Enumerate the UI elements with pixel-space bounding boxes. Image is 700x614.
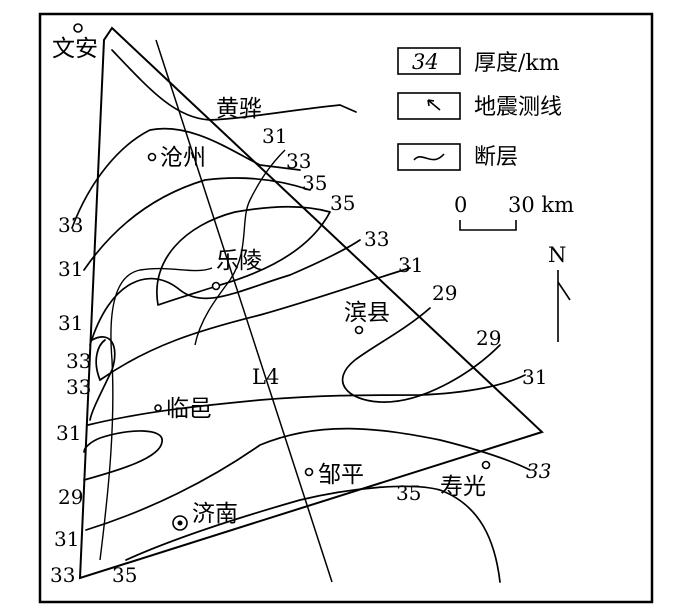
legend-thickness-label: 厚度/km: [474, 51, 560, 76]
contour-label: 29: [58, 485, 83, 509]
seismic-arrow-icon: [427, 99, 441, 111]
contour-label: 33: [66, 375, 91, 399]
contour-31-huanghua: [111, 49, 357, 121]
contour-label: 33: [50, 563, 75, 587]
city-binxian-marker: [354, 325, 364, 335]
legend-thickness-sample: 34: [412, 50, 439, 74]
city-jinan: 济南: [192, 501, 238, 527]
city-leling-marker: [211, 281, 221, 291]
study-area-outline: [78, 26, 544, 580]
faults: [99, 149, 286, 561]
north-arrow-icon: [557, 270, 571, 342]
contour-31-right: [99, 267, 411, 381]
legend-fault-label: 断层: [474, 145, 518, 170]
contour-label: 33: [286, 149, 311, 173]
contour-label: 35: [396, 481, 421, 505]
contour-label: 35: [302, 171, 327, 195]
contour-33-left-edge: [95, 339, 106, 381]
contour-label: 29: [476, 326, 501, 350]
contour-33-mid: [89, 239, 361, 346]
contour-label: 31: [398, 253, 423, 277]
contour-29-left: [83, 430, 163, 481]
city-cangzhou-marker: [147, 152, 157, 162]
scale-bar-line: [459, 220, 517, 231]
legend-fault-box: [397, 143, 461, 171]
contour-labels: 31 33 35 35 33 31 29 29 31 33 35 33 31 3…: [50, 124, 551, 587]
cities: 文安 黄骅 沧州 乐陵 滨县 临邑 邹平 济南 寿光: [52, 23, 491, 531]
fault-2: [194, 149, 286, 346]
legend-seismic-box: [397, 92, 461, 120]
north-label: N: [548, 243, 566, 267]
fault-wave-icon: [413, 153, 445, 161]
city-zouping-marker: [304, 467, 314, 477]
contour-35-bottom: [125, 485, 501, 583]
contour-label: 31: [262, 124, 287, 148]
city-leling: 乐陵: [216, 248, 262, 274]
legend-thickness-box: [397, 47, 461, 75]
contour-33-top: [71, 127, 301, 229]
contour-31-lower-right: [87, 374, 526, 426]
profile-label: L4: [252, 365, 279, 389]
city-huanghua: 黄骅: [216, 96, 262, 122]
north-arrow: N: [548, 243, 571, 342]
contour-label: 31: [522, 365, 547, 389]
contour-label: 35: [112, 563, 137, 587]
contour-label: 35: [330, 191, 355, 215]
map-frame: [38, 12, 654, 604]
scale-bar: 0 30 km: [454, 193, 574, 231]
scale-value: 30 km: [508, 193, 574, 217]
city-binxian: 滨县: [344, 300, 390, 326]
contour-label: 31: [58, 257, 83, 281]
contour-label: 31: [54, 527, 79, 551]
city-linyi: 临邑: [166, 396, 212, 422]
contour-label: 33: [66, 349, 91, 373]
contour-29-inner: [341, 307, 501, 403]
contour-label: 33: [364, 227, 389, 251]
city-shouguang-marker: [481, 460, 491, 470]
legend-seismic-label: 地震测线: [474, 95, 562, 120]
contour-label: 33: [58, 213, 83, 237]
contour-label: 33: [526, 459, 551, 483]
fault-1: [99, 267, 213, 561]
contour-33-lower: [85, 427, 531, 531]
contour-35-inner: [156, 205, 331, 306]
contour-label: 31: [58, 311, 83, 335]
contour-label: 29: [432, 281, 457, 305]
contour-35-a: [83, 177, 311, 271]
thickness-contours: [71, 49, 531, 583]
city-shouguang: 寿光: [440, 474, 486, 500]
city-wenan: 文安: [52, 36, 98, 62]
contour-label: 31: [56, 421, 81, 445]
scale-zero: 0: [454, 193, 467, 217]
city-cangzhou: 沧州: [160, 145, 206, 171]
legend: 34 厚度/km 地震测线 断层: [397, 47, 562, 171]
city-jinan-marker-dot: [177, 520, 183, 526]
city-zouping: 邹平: [318, 462, 364, 488]
city-wenan-marker: [73, 23, 83, 33]
city-linyi-marker: [154, 404, 162, 412]
